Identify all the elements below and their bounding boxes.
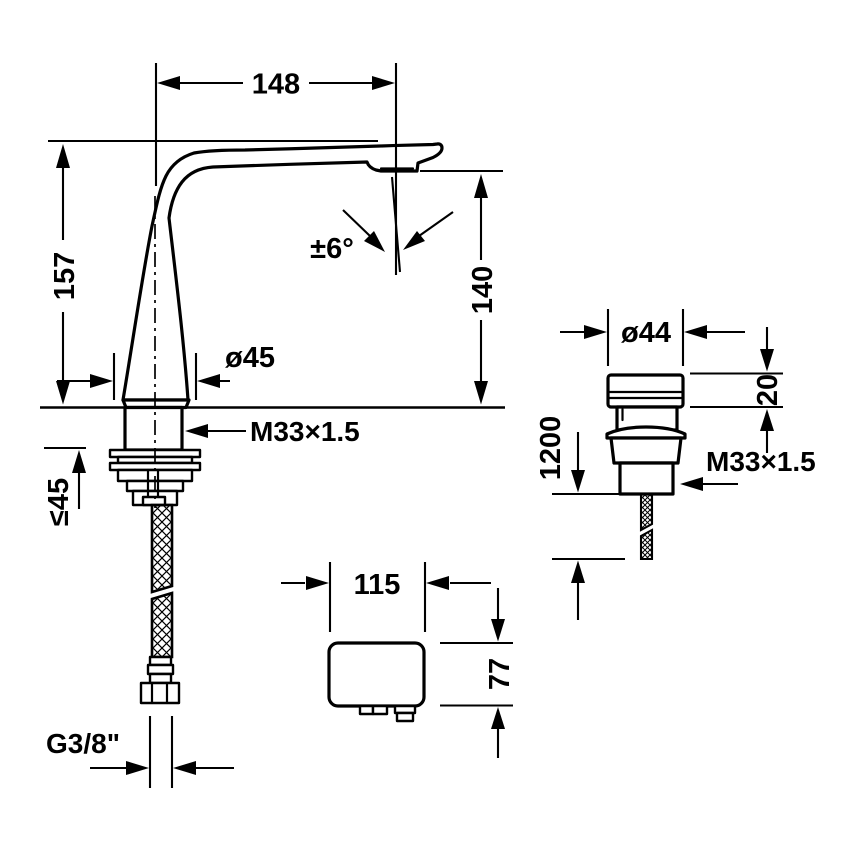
hose-thread-callout: G3/8" — [46, 716, 234, 788]
faucet-foot — [121, 398, 191, 410]
dim-handle-cap-height: 20 — [690, 327, 784, 453]
dim-cable-length: 1200 — [535, 416, 625, 620]
handle-thread-label: M33×1.5 — [706, 446, 816, 477]
supply-hose — [139, 503, 181, 705]
connection-box — [327, 641, 426, 723]
dim-base-diameter: ø45 — [57, 342, 275, 400]
spout-reach-label: 148 — [252, 69, 300, 101]
remote-handle — [605, 373, 687, 561]
handle-flange — [605, 425, 687, 440]
swivel-angle-indicator: ±6° — [310, 176, 454, 273]
body-thread-callout: M33×1.5 — [185, 416, 360, 447]
mounting-shank — [123, 405, 184, 452]
dim-handle-diameter: ø44 — [560, 309, 745, 366]
handle-thread-callout: M33×1.5 — [680, 446, 816, 491]
hose-hex-nut — [139, 681, 181, 705]
body-thread-label: M33×1.5 — [250, 416, 360, 447]
handle-cup — [609, 436, 683, 465]
dim-body-height: 157 — [48, 139, 378, 405]
connection-box-housing — [327, 641, 426, 708]
body-height-label: 157 — [49, 252, 81, 300]
dim-spout-reach: 148 — [154, 63, 398, 275]
hose-thread-label: G3/8" — [46, 728, 120, 759]
dim-control-box-width: 115 — [281, 562, 491, 632]
dim-control-box-height: 77 — [440, 588, 516, 758]
dim-outlet-height: 140 — [420, 169, 503, 405]
base-diameter-label: ø45 — [225, 342, 275, 374]
handle-diameter-label: ø44 — [621, 317, 671, 349]
control-box-width-label: 115 — [354, 569, 401, 601]
cable-length-label: 1200 — [535, 416, 567, 481]
dim-max-counter-thickness: ≤45 — [43, 446, 86, 526]
outlet-height-label: 140 — [467, 266, 499, 314]
handle-shank — [618, 461, 675, 496]
handle-cap-height-label: 20 — [752, 374, 784, 406]
max-counter-thickness-label: ≤45 — [43, 478, 75, 526]
swivel-angle-label: ±6° — [310, 233, 354, 265]
control-box-height-label: 77 — [484, 658, 516, 690]
handle-cable — [639, 492, 654, 532]
water-stream-line — [390, 176, 402, 273]
faucet-outline — [121, 142, 444, 402]
